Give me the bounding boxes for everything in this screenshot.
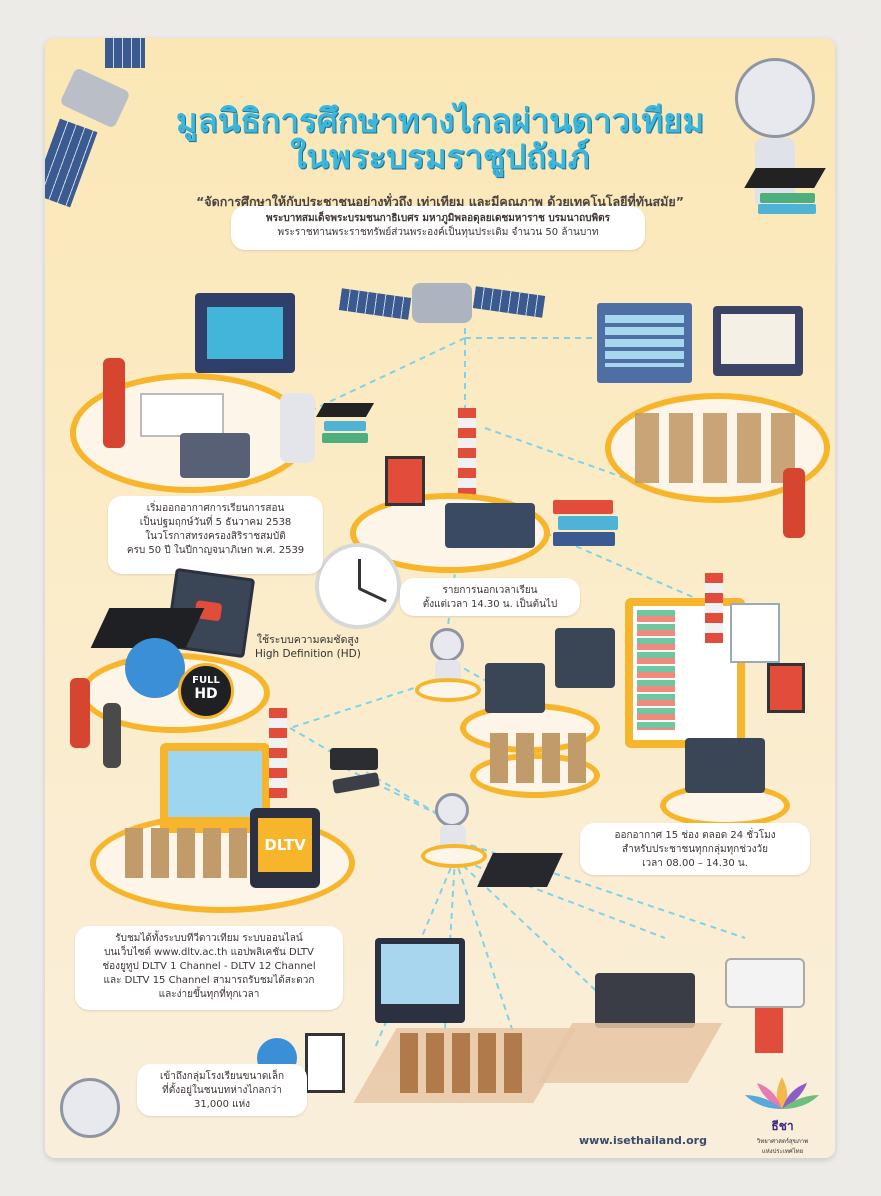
phone-icon	[305, 1033, 345, 1093]
full-label: FULL	[192, 675, 220, 686]
hd-line1: ใช้ระบบความคมชัดสูง	[256, 634, 359, 646]
website-url[interactable]: www.isethailand.org	[579, 1134, 707, 1147]
subtitle: “จัดการศึกษาให้กับประชาชนอย่างทั่วถึง เท…	[196, 194, 684, 209]
laptop-icon-right	[685, 738, 765, 793]
channels-line3: เวลา 08.00 – 14.30 น.	[642, 858, 748, 869]
school-building-icon	[597, 303, 692, 383]
globe-icon	[125, 638, 185, 698]
graduation-cap-icon-topright	[744, 168, 826, 228]
tablet-icon-large	[625, 598, 745, 748]
infographic-poster: มูลนิธิการศึกษาทางไกลผ่านดาวเทียม ในพระบ…	[45, 38, 835, 1158]
laptop-icon-left	[485, 663, 545, 713]
start-broadcast-line4: ครบ 50 ปี ในปีกาญจนาภิเษก พ.ศ. 2539	[126, 545, 305, 556]
set-top-box-icon	[330, 748, 378, 770]
teacher-screen-icon	[375, 938, 465, 1023]
signboard-icon	[755, 1008, 783, 1053]
watch-line5: และง่ายขึ้นทุกที่ทุกเวลา	[158, 989, 260, 1000]
satellite-dish-icon-mid	[430, 628, 464, 662]
dish-ring-low	[421, 844, 487, 868]
watch-line3: ช่องยูทูป DLTV 1 Channel - DLTV 12 Chann…	[102, 961, 316, 972]
dish-ring-mid	[415, 678, 481, 702]
schools-line2: ที่ตั้งอยู่ในชนบทห่างไกลกว่า	[162, 1085, 282, 1096]
start-broadcast-line2: เป็นปฐมฤกษ์วันที่ 5 ธันวาคม 2538	[139, 517, 292, 528]
logo-sub1: วิทยาศาสตร์สุขภาพ	[756, 1138, 809, 1145]
tower-icon-right	[705, 573, 723, 643]
open-book-icon	[140, 393, 224, 437]
after-school-line1: รายการนอกเวลาเรียน	[442, 585, 538, 596]
person-hd	[103, 703, 121, 768]
intro-line2: พระราชทานพระราชทรัพย์ส่วนพระองค์เป็นทุนป…	[277, 227, 599, 238]
satellite-dish-icon-bottomleft	[60, 1078, 120, 1138]
satellite-icon-center	[338, 263, 550, 343]
hd-line2: High Definition (HD)	[255, 648, 361, 660]
easel-icon-right	[767, 663, 805, 713]
channels-line1: ออกอากาศ 15 ช่อง ตลอด 24 ชั่วโมง	[614, 830, 776, 841]
satellite-icon-topleft	[45, 38, 155, 208]
title-line1: มูลนิธิการศึกษาทางไกลผ่านดาวเทียม	[175, 101, 705, 140]
dltv-desks	[125, 828, 255, 878]
books-stack-icon	[315, 403, 375, 448]
classroom-board	[713, 306, 803, 376]
start-broadcast-box: เริ่มออกอากาศการเรียนการสอน เป็นปฐมฤกษ์ว…	[108, 496, 323, 574]
watch-line4: และ DLTV 15 Channel สามารถรับชมได้สะดวก	[103, 975, 315, 986]
laptop-icon-mid	[555, 628, 615, 688]
schools-line1: เข้าถึงกลุ่มโรงเรียนขนาดเล็ก	[159, 1071, 285, 1082]
studio-desk	[180, 433, 250, 478]
broadcast-van-icon	[725, 958, 805, 1008]
title-line2: ในพระบรมราชูปถัมภ์	[290, 137, 590, 176]
watch-line2: บนเว็บไซต์ www.dltv.ac.th แอปพลิเคชัน DL…	[104, 947, 314, 958]
camera-operator-right	[783, 468, 805, 538]
after-school-box: รายการนอกเวลาเรียน ตั้งแต่เวลา 14.30 น. …	[400, 578, 580, 616]
satellite-dish-icon-low	[435, 793, 469, 827]
studio-board	[195, 293, 295, 373]
intro-box: พระบาทสมเด็จพระบรมชนกาธิเบศร มหาภูมิพลอด…	[231, 206, 645, 250]
hd-text: ใช้ระบบความคมชัดสูง High Definition (HD)	[255, 633, 361, 661]
easel-icon	[385, 456, 425, 506]
books-stack-center	[553, 500, 623, 550]
lotus-icon	[745, 1077, 819, 1109]
watch-box: รับชมได้ทั้งระบบทีวีดาวเทียม ระบบออนไลน์…	[75, 926, 343, 1010]
dltv-tv-icon: DLTV	[250, 808, 320, 888]
blackboard-icon	[595, 973, 695, 1028]
intro-line1: พระบาทสมเด็จพระบรมชนกาธิเบศร มหาภูมิพลอด…	[266, 213, 610, 224]
document-icon	[730, 603, 780, 663]
classroom-desks-left	[400, 1033, 530, 1093]
start-broadcast-line3: ในวโรกาสทรงครองสิริราชสมบัติ	[145, 531, 286, 542]
tiseha-logo: ธีชา วิทยาศาสตร์สุขภาพ แห่งประเทศไทย	[735, 1073, 830, 1155]
logo-sub2: แห่งประเทศไทย	[761, 1148, 804, 1155]
full-hd-badge: FULL HD	[178, 663, 234, 719]
camera-operator	[103, 358, 125, 448]
start-broadcast-line1: เริ่มออกอากาศการเรียนการสอน	[146, 503, 285, 514]
after-school-line2: ตั้งแต่เวลา 14.30 น. เป็นต้นไป	[422, 599, 558, 610]
robot-dish-icon	[280, 393, 315, 463]
logo-name: ธีชา	[771, 1119, 794, 1133]
tower-icon-dltv	[269, 708, 287, 798]
camera-operator-hd	[70, 678, 90, 748]
channels-line2: สำหรับประชาชนทุกกลุ่มทุกช่วงวัย	[622, 844, 768, 855]
channels-box: ออกอากาศ 15 ช่อง ตลอด 24 ชั่วโมง สำหรับป…	[580, 823, 810, 875]
student-desks-right	[490, 733, 590, 783]
dltv-logo: DLTV	[258, 818, 312, 872]
watch-line1: รับชมได้ทั้งระบบทีวีดาวเทียม ระบบออนไลน์	[115, 933, 303, 944]
clock-icon	[315, 543, 401, 629]
tower-icon-center	[458, 408, 476, 498]
control-console	[445, 503, 535, 548]
hd-label: HD	[194, 686, 218, 702]
schools-line3: 31,000 แห่ง	[193, 1099, 251, 1110]
schools-box: เข้าถึงกลุ่มโรงเรียนขนาดเล็ก ที่ตั้งอยู่…	[137, 1064, 307, 1116]
classroom-desks	[635, 413, 805, 483]
